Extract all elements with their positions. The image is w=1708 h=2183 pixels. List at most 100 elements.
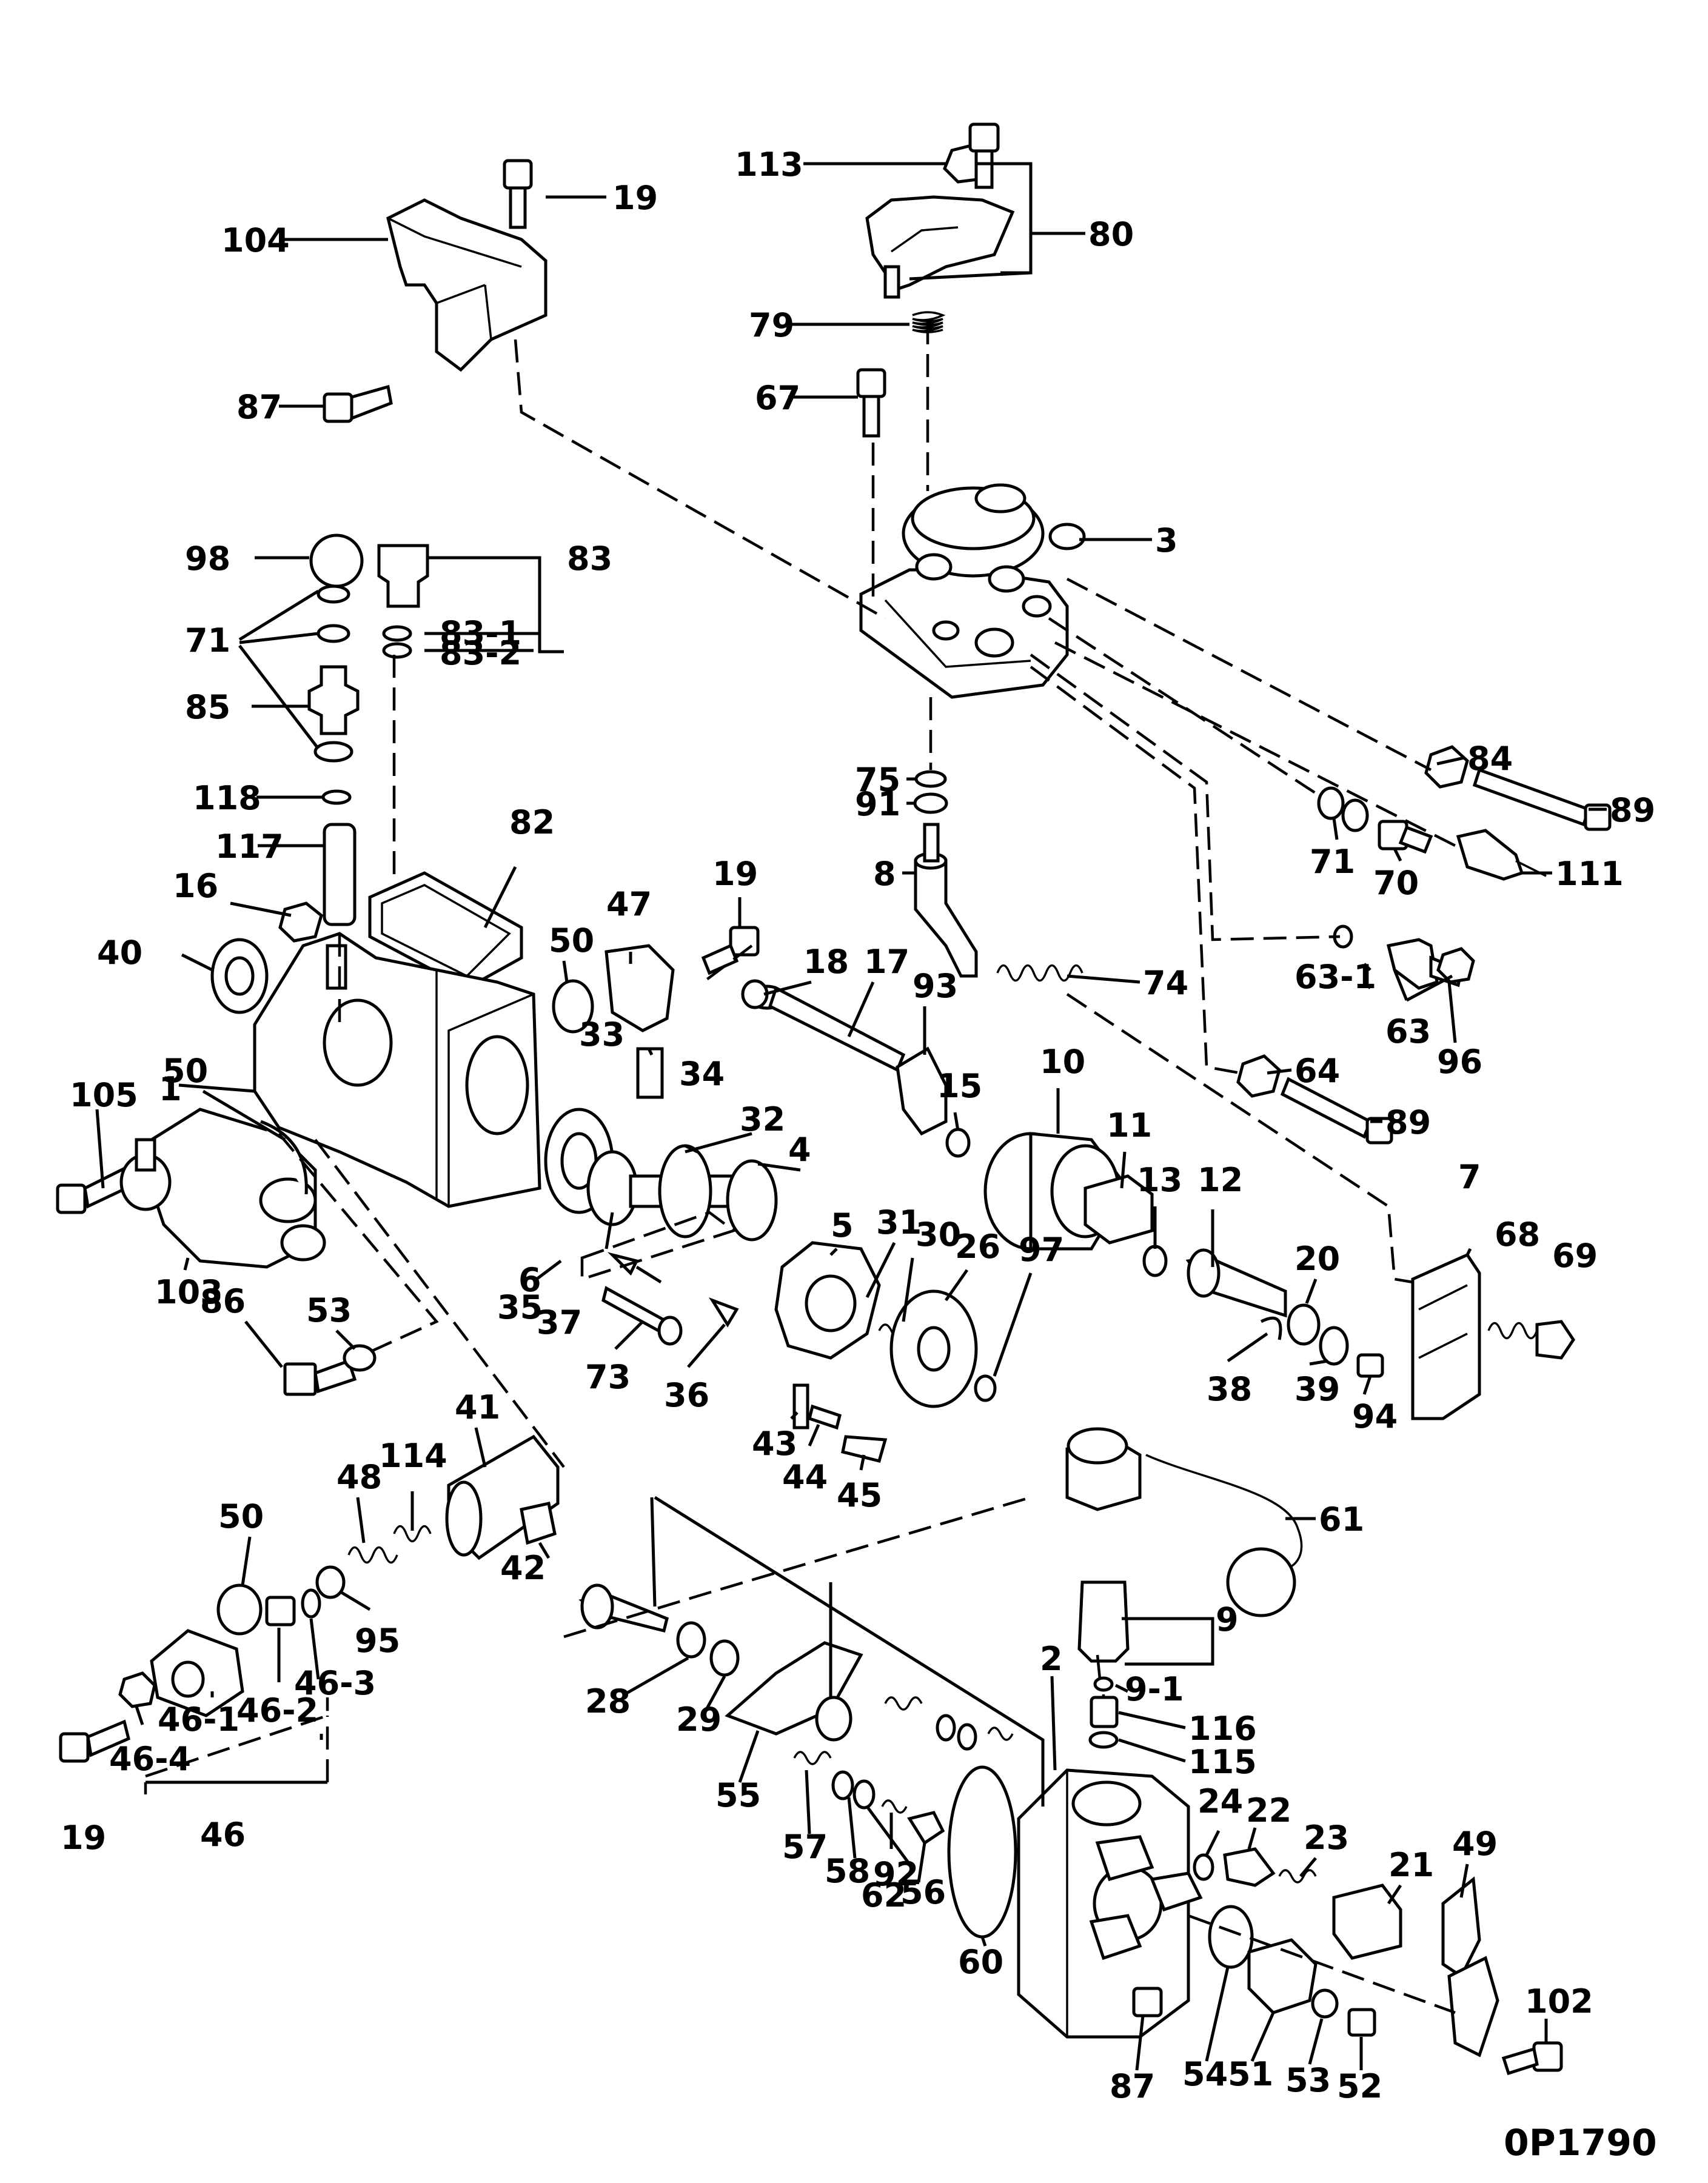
washer-15 <box>945 1128 971 1158</box>
callout-47: 47 <box>606 885 652 923</box>
oring-60 <box>947 1765 1017 1939</box>
callout-63-1: 63-1 <box>1294 958 1376 996</box>
callout-111: 111 <box>1555 855 1624 893</box>
washer-29 <box>709 1639 740 1677</box>
bolt-80 <box>968 122 1000 153</box>
callout-86: 86 <box>200 1282 246 1320</box>
lever-bracket-104 <box>386 198 548 372</box>
bolt-19-low <box>59 1732 90 1763</box>
callout-80: 80 <box>1088 215 1134 253</box>
pin-42 <box>520 1502 557 1545</box>
washer-24 <box>1193 1853 1214 1881</box>
spring-114 <box>393 1525 432 1543</box>
oring-50b <box>260 1120 308 1195</box>
callout-11: 11 <box>1107 1106 1152 1145</box>
callout-97: 97 <box>1019 1231 1064 1269</box>
callout-19-low: 19 <box>61 1819 106 1857</box>
oring-9-1 <box>1093 1676 1114 1692</box>
callout-41: 41 <box>455 1388 500 1426</box>
callout-83: 83 <box>567 540 612 578</box>
callout-46: 46 <box>200 1816 246 1854</box>
washer-91 <box>913 792 948 814</box>
callout-29: 29 <box>676 1700 722 1739</box>
callout-22: 22 <box>1246 1791 1291 1830</box>
plate-49 <box>1441 1876 1481 1979</box>
callout-84: 84 <box>1467 740 1513 778</box>
screw-51 <box>1247 1938 1318 2014</box>
callout-33: 33 <box>579 1015 625 1054</box>
sensor-61 <box>1065 1427 1303 1617</box>
callout-103: 103 <box>155 1273 223 1311</box>
callout-45: 45 <box>837 1476 882 1514</box>
callout-69: 69 <box>1552 1237 1598 1275</box>
collar-20 <box>1287 1303 1321 1346</box>
plate-55 <box>725 1641 863 1736</box>
callout-93: 93 <box>913 967 958 1005</box>
washer-71a <box>316 584 350 604</box>
callout-52: 52 <box>1337 2067 1382 2105</box>
callout-17: 17 <box>864 943 909 981</box>
cap-98 <box>309 533 364 588</box>
callout-46-1: 46-1 <box>158 1700 239 1739</box>
callout-13: 13 <box>1137 1161 1182 1199</box>
callout-50b: 50 <box>162 1052 208 1090</box>
screw-69 <box>1535 1320 1576 1360</box>
callout-71b: 71 <box>1310 843 1355 881</box>
washer-53b <box>1311 1988 1339 2019</box>
callout-113: 113 <box>735 145 803 184</box>
callout-61: 61 <box>1319 1500 1364 1539</box>
callout-34: 34 <box>679 1055 725 1093</box>
callout-58: 58 <box>825 1852 870 1890</box>
callout-39: 39 <box>1294 1370 1340 1408</box>
callout-21: 21 <box>1388 1846 1434 1884</box>
callout-79: 79 <box>749 306 794 344</box>
bolt-19-top <box>503 159 533 190</box>
spring-48 <box>347 1546 398 1564</box>
callout-43: 43 <box>752 1425 797 1463</box>
callout-67: 67 <box>755 379 800 417</box>
fitting-21 <box>1332 1884 1402 1960</box>
pin-43 <box>792 1383 809 1429</box>
callout-71a: 71 <box>185 621 230 660</box>
nut-64 <box>1236 1054 1281 1098</box>
callout-57: 57 <box>782 1828 828 1866</box>
callout-44: 44 <box>782 1458 828 1496</box>
washer-13 <box>1142 1245 1168 1277</box>
callout-36: 36 <box>664 1376 709 1414</box>
bolt-67 <box>856 368 886 398</box>
callout-48: 48 <box>337 1458 382 1496</box>
callout-32: 32 <box>740 1100 785 1138</box>
callout-116: 116 <box>1188 1710 1257 1748</box>
callout-15: 15 <box>937 1067 982 1105</box>
oring-83-1 <box>382 625 412 642</box>
callout-117: 117 <box>215 827 284 866</box>
nut-46-4 <box>118 1671 156 1708</box>
oring-83-2 <box>382 642 412 659</box>
callout-53a: 53 <box>306 1291 352 1329</box>
oring-50c <box>216 1583 263 1636</box>
callout-54: 54 <box>1182 2055 1228 2093</box>
callout-46-2: 46-2 <box>236 1691 318 1730</box>
cover-47 <box>604 944 675 1032</box>
callout-98: 98 <box>185 540 230 578</box>
callout-60: 60 <box>958 1943 1003 1981</box>
callout-labels: 113 80 79 67 3 104 19 87 98 83 83-1 83-2… <box>61 145 1657 2164</box>
callout-75: 75 <box>855 761 900 799</box>
callout-9-1: 9-1 <box>1125 1670 1184 1708</box>
bolt-102 <box>1532 2041 1563 2072</box>
fitting-46-2 <box>265 1596 296 1626</box>
callout-115: 115 <box>1188 1743 1257 1781</box>
callout-91: 91 <box>855 785 900 823</box>
washer-71b <box>1317 786 1345 820</box>
bolt-87-low <box>1132 1987 1163 2018</box>
callout-83-2: 83-2 <box>440 634 521 672</box>
callout-16: 16 <box>173 867 218 905</box>
bolt-105 <box>56 1183 87 1214</box>
gear-32 <box>658 1144 712 1239</box>
callout-51: 51 <box>1228 2055 1273 2093</box>
valve-85 <box>307 665 360 735</box>
callout-7: 7 <box>1458 1158 1481 1196</box>
group-brackets <box>144 632 541 1794</box>
key-37 <box>607 1252 639 1276</box>
